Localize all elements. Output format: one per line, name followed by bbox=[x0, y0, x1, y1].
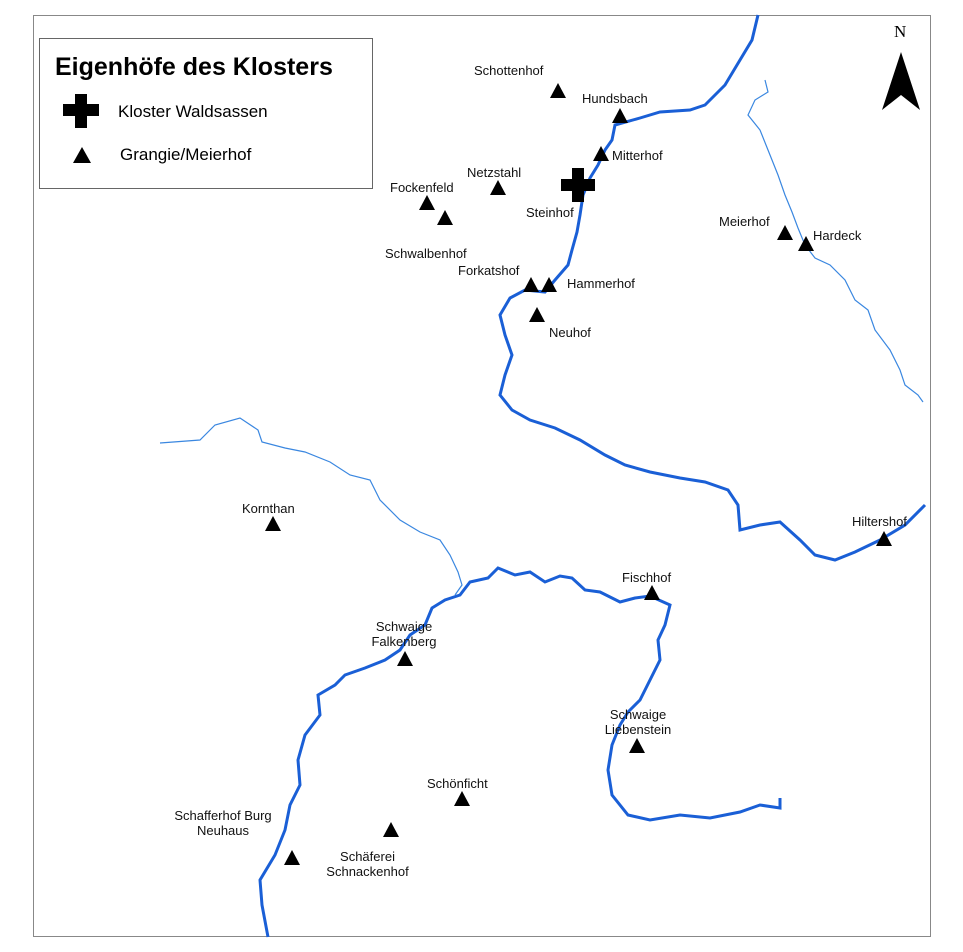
stream-east bbox=[747, 79, 924, 403]
place-label: Meierhof bbox=[719, 214, 770, 229]
place-label: Kornthan bbox=[242, 501, 295, 516]
place-label: Schwalbenhof bbox=[385, 246, 467, 261]
grangie-triangle-icon bbox=[798, 236, 814, 251]
legend-item-grangie: Grangie/Meierhof bbox=[120, 145, 252, 164]
grangie-triangle-icon bbox=[593, 146, 609, 161]
place-label: Neuhof bbox=[549, 325, 591, 340]
legend-item-kloster: Kloster Waldsassen bbox=[118, 102, 268, 121]
place-label: Fockenfeld bbox=[390, 180, 454, 195]
kloster-cross-icon bbox=[561, 168, 595, 202]
place-label: Netzstahl bbox=[467, 165, 522, 180]
place-label: Forkatshof bbox=[458, 263, 520, 278]
legend-title: Eigenhöfe des Klosters bbox=[55, 53, 333, 81]
grangie-triangle-icon bbox=[777, 225, 793, 240]
place-label: Schwaige Liebenstein bbox=[604, 707, 672, 737]
place-label: Schäferei Schnackenhof bbox=[326, 849, 409, 879]
place-label: Schafferhof Burg Neuhaus bbox=[174, 808, 272, 838]
river-lower bbox=[258, 566, 782, 938]
grangie-triangle-icon bbox=[541, 277, 557, 292]
stream-west bbox=[159, 417, 463, 596]
legend: Eigenhöfe des Klosters Kloster Waldsasse… bbox=[39, 38, 373, 189]
grangie-triangle-icon bbox=[629, 738, 645, 753]
grangie-triangle-icon bbox=[529, 307, 545, 322]
grangie-triangle-icon bbox=[265, 516, 281, 531]
grangie-triangle-icon bbox=[644, 585, 660, 600]
triangle-icon bbox=[73, 147, 91, 163]
place-label: Hundsbach bbox=[582, 91, 648, 106]
grangie-triangle-icon bbox=[550, 83, 566, 98]
place-label: Mitterhof bbox=[612, 148, 663, 163]
place-label: Schönficht bbox=[427, 776, 488, 791]
place-label: Fischhof bbox=[622, 570, 672, 585]
grangie-triangle-icon bbox=[523, 277, 539, 292]
grangie-triangle-icon bbox=[397, 651, 413, 666]
grangie-triangle-icon bbox=[437, 210, 453, 225]
place-label: Hammerhof bbox=[567, 276, 635, 291]
north-label: N bbox=[894, 22, 907, 41]
map-frame bbox=[33, 15, 931, 937]
place-label: Schwaige Falkenberg bbox=[371, 619, 437, 649]
grangie-triangle-icon bbox=[383, 822, 399, 837]
grangie-triangle-icon bbox=[419, 195, 435, 210]
place-label: Hiltershof bbox=[852, 514, 907, 529]
grangie-triangle-icon bbox=[454, 791, 470, 806]
place-label: Hardeck bbox=[813, 228, 862, 243]
north-arrow-icon bbox=[882, 52, 920, 110]
grangie-triangle-icon bbox=[490, 180, 506, 195]
cross-icon bbox=[63, 94, 99, 128]
river-upper bbox=[498, 14, 927, 562]
grangie-triangle-icon bbox=[612, 108, 628, 123]
grangie-triangle-icon bbox=[284, 850, 300, 865]
grangie-triangle-icon bbox=[876, 531, 892, 546]
place-label: Steinhof bbox=[526, 205, 574, 220]
place-label: Schottenhof bbox=[474, 63, 544, 78]
